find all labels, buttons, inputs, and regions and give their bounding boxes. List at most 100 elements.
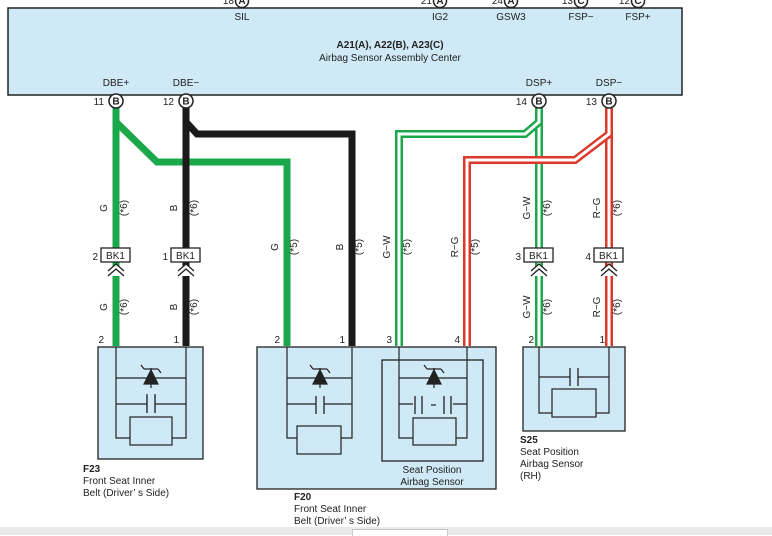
svg-text:B: B [169,303,180,310]
component-f20: 2 1 3 4 Seat Position [256,335,497,527]
wire-label-upper-g-5: G (*5) [270,239,300,255]
bk1-connector-pin-3: 3 BK1 [515,247,554,277]
svg-text:21: 21 [421,0,433,7]
svg-text:A: A [507,0,514,7]
svg-text:2: 2 [528,335,534,346]
svg-text:B: B [335,243,346,250]
svg-text:(*6): (*6) [119,200,130,216]
wire-label-upper-g-6: G (*6) [99,200,130,216]
svg-text:(*6): (*6) [119,299,130,315]
svg-text:11: 11 [94,97,105,108]
ecu-top-pin-ig2: 21 A IG2 [421,0,449,23]
svg-text:Front Seat Inner: Front Seat Inner [294,504,367,515]
svg-text:3: 3 [515,252,521,263]
svg-text:GSW3: GSW3 [496,12,526,23]
svg-text:G: G [99,204,110,212]
svg-text:2: 2 [92,252,98,263]
svg-text:12: 12 [163,97,175,108]
svg-text:4: 4 [454,335,460,346]
svg-text:1: 1 [339,335,345,346]
svg-text:24: 24 [492,0,504,7]
svg-text:2: 2 [274,335,280,346]
svg-text:18: 18 [223,0,235,7]
svg-text:G−W: G−W [382,235,393,259]
bk1-connector-pin-1: 1 BK1 [162,247,201,277]
svg-text:Seat Position: Seat Position [520,447,579,458]
svg-text:G−W: G−W [522,196,533,220]
svg-text:R−G: R−G [592,296,603,317]
svg-text:FSP+: FSP+ [625,12,650,23]
svg-text:(*5): (*5) [470,239,481,255]
svg-text:(*6): (*6) [542,299,553,315]
svg-text:C: C [634,0,641,7]
svg-text:(*5): (*5) [289,239,300,255]
svg-text:(*6): (*6) [612,200,623,216]
wire-dbe-minus [182,108,356,346]
svg-text:R−G: R−G [592,197,603,218]
svg-text:2: 2 [98,335,104,346]
svg-text:BK1: BK1 [176,251,195,262]
ecu-top-pin-gsw3: 24 A GSW3 [492,0,526,23]
svg-text:FSP−: FSP− [568,12,593,23]
svg-text:A: A [238,0,245,7]
ecu-top-pin-sil: 18 A SIL [223,0,250,23]
svg-text:13: 13 [562,0,574,7]
svg-text:F23: F23 [83,464,101,475]
svg-text:1: 1 [173,335,179,346]
svg-text:B: B [535,97,542,108]
svg-text:(*5): (*5) [402,239,413,255]
ecu-top-pin-fsp-minus: 13 C FSP− [562,0,594,23]
svg-text:Belt (Driver’ s Side): Belt (Driver’ s Side) [294,516,380,527]
component-f23: 2 1 F23 Front Seat Inner Belt (Driver’ s… [83,335,204,499]
wire-label-lower-b-6: B (*6) [169,299,200,315]
svg-text:G: G [99,303,110,311]
ecu-pin-dsp-plus: DSP+ 14 B [516,78,553,109]
svg-text:F20: F20 [294,492,312,503]
wire-label-upper-gw-5: G−W (*5) [382,235,413,259]
svg-text:3: 3 [386,335,392,346]
svg-text:B: B [182,97,189,108]
svg-text:Airbag Sensor: Airbag Sensor [400,477,464,488]
airbag-sensor-assembly-box [7,7,683,96]
svg-text:Airbag Sensor: Airbag Sensor [520,459,584,470]
bk1-connector-pin-4: 4 BK1 [585,247,624,277]
svg-text:Belt (Driver’ s Side): Belt (Driver’ s Side) [83,488,169,499]
wire-label-upper-b-6: B (*6) [169,200,200,216]
wire-label-upper-b-5: B (*5) [335,239,365,255]
svg-text:Seat Position: Seat Position [403,465,462,476]
wire-label-upper-rg-5: R−G (*5) [450,236,481,257]
svg-text:(*6): (*6) [612,299,623,315]
ecu-pin-dsp-minus: DSP− 13 B [586,78,622,109]
wire-label-upper-rg-6: R−G (*6) [592,197,623,218]
wire-dbe-plus [112,108,291,346]
svg-text:Front Seat Inner: Front Seat Inner [83,476,156,487]
svg-text:12: 12 [619,0,631,7]
svg-text:DBE−: DBE− [173,78,200,89]
bottom-field [352,529,448,536]
ecu-subtitle: Airbag Sensor Assembly Center [319,53,461,64]
svg-text:(RH): (RH) [520,471,541,482]
svg-text:IG2: IG2 [432,12,449,23]
svg-text:A: A [436,0,443,7]
ecu-top-pin-fsp-plus: 12 C FSP+ [619,0,651,23]
wire-label-upper-gw-6: G−W (*6) [522,196,553,220]
svg-text:G−W: G−W [522,295,533,319]
svg-text:(*5): (*5) [354,239,365,255]
svg-text:B: B [112,97,119,108]
svg-text:(*6): (*6) [189,200,200,216]
svg-text:BK1: BK1 [529,251,548,262]
wire-dsp-plus [395,108,543,346]
bk1-connector-pin-2: 2 BK1 [92,247,131,277]
component-s25: 2 1 S25 Seat Position Airbag Sensor (RH) [520,335,626,482]
svg-text:DBE+: DBE+ [103,78,130,89]
svg-text:C: C [577,0,584,7]
ecu-title: A21(A), A22(B), A23(C) [336,40,443,51]
svg-text:G: G [270,243,281,251]
svg-text:B: B [605,97,612,108]
svg-text:DSP+: DSP+ [526,78,553,89]
svg-text:1: 1 [599,335,605,346]
svg-text:SIL: SIL [234,12,249,23]
ecu-pin-dbe-plus: DBE+ 11 B [94,78,130,109]
svg-text:R−G: R−G [450,236,461,257]
